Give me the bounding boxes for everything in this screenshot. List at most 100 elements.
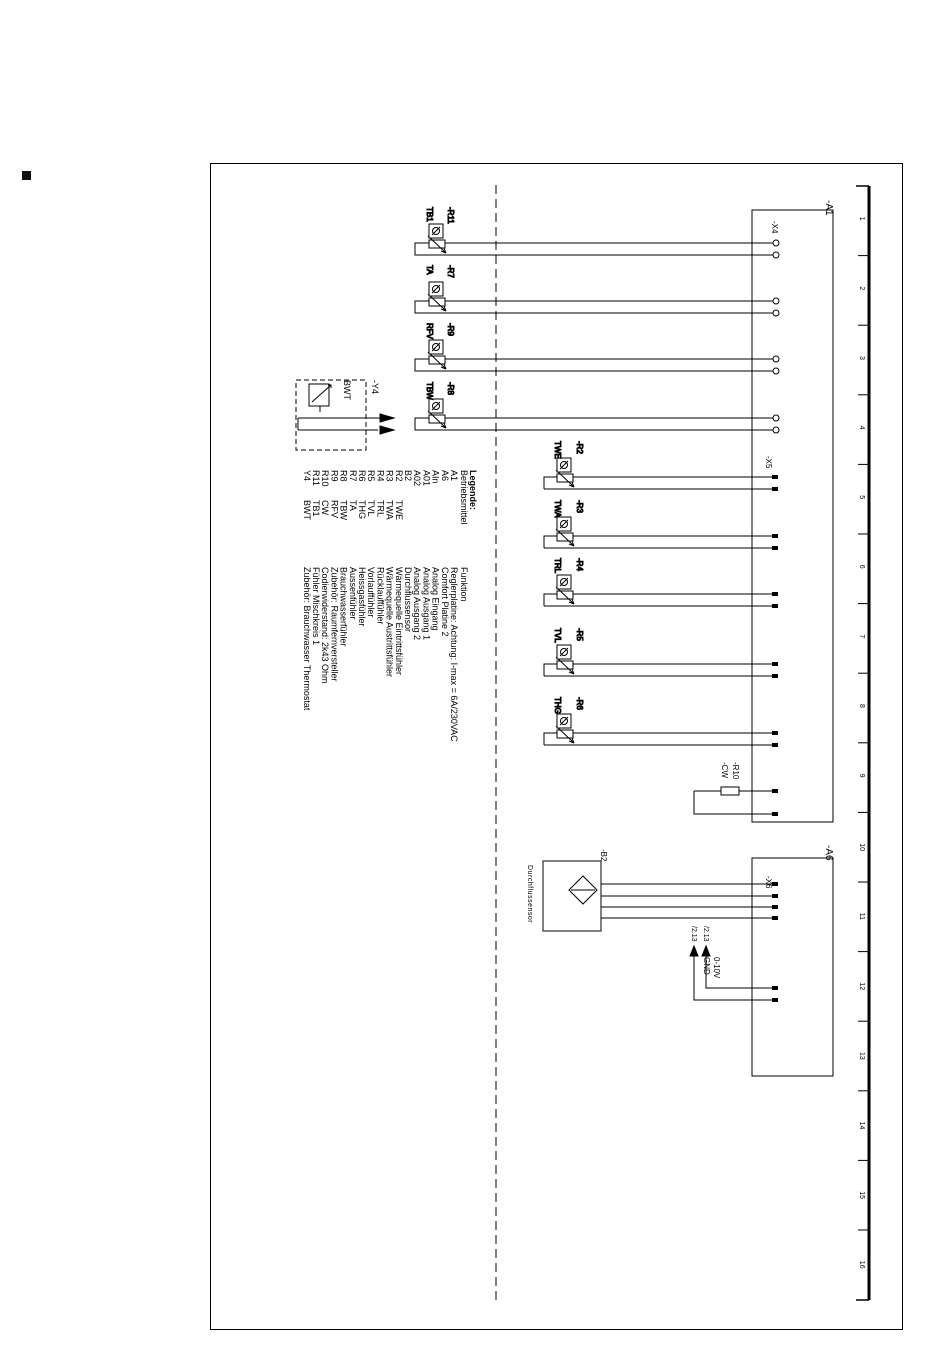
terminal-screw xyxy=(772,239,780,247)
thermistor-ntc-arrow xyxy=(427,410,447,429)
sensor-r4: -R4 TRL xyxy=(543,558,776,607)
wire-0-10v xyxy=(705,952,776,989)
thermistor-ntc-arrow xyxy=(427,351,447,370)
legend-desc: Rücklauffühler xyxy=(375,567,385,624)
legend-desc: Analog Ausgang 1 xyxy=(421,567,431,640)
thermistor-ntc-arrow xyxy=(555,528,575,547)
column-number-6: 6 xyxy=(858,565,865,569)
legend-tag: CW xyxy=(320,500,330,515)
terminal-plug xyxy=(772,998,778,1002)
terminal-plug xyxy=(772,882,778,886)
terminal-plug xyxy=(772,534,778,538)
connector-x5-label: -X5 xyxy=(764,456,773,469)
legend-desc: Zubehör: Raumfernversteller xyxy=(329,567,339,682)
thermistor-ntc-arrow xyxy=(555,469,575,488)
sensor-ref: -R8 xyxy=(446,382,455,395)
legend-code: R9 xyxy=(329,470,339,482)
sensor-probe-slash xyxy=(559,716,569,726)
resistor-body xyxy=(720,786,740,796)
terminal-screw xyxy=(772,309,780,317)
sensor-probe-slash xyxy=(559,577,569,587)
wire-loop xyxy=(414,242,437,256)
column-number-5: 5 xyxy=(858,495,865,499)
terminal-plug xyxy=(772,546,778,550)
sensor-tag: TA xyxy=(425,265,434,275)
legend-code: A6 xyxy=(440,470,450,481)
terminal-plug xyxy=(772,731,778,735)
legend-tag: THG xyxy=(357,500,367,519)
sensor-probe-slash xyxy=(431,342,441,352)
legend-code: A01 xyxy=(421,470,431,486)
legend-code: A02 xyxy=(412,470,422,486)
legend-desc: Heissgasfühler xyxy=(357,567,367,627)
sensor-probe-circle xyxy=(432,285,440,293)
terminal-plug xyxy=(772,604,778,608)
y4-tag: BWT xyxy=(342,380,352,400)
connector-x4-label: -X4 xyxy=(770,221,779,234)
column-number-4: 4 xyxy=(858,426,865,430)
legend-desc: Wärmequelle Austrittsfühler xyxy=(385,567,395,677)
legend-code: R7 xyxy=(348,470,358,482)
terminal-plug xyxy=(772,487,778,491)
sensor-tag: TRL xyxy=(553,558,562,574)
arrow xyxy=(701,944,711,957)
column-number-15: 15 xyxy=(858,1191,865,1199)
thermistor-ntc-arrow xyxy=(427,293,447,312)
valve-dashed-box xyxy=(295,379,367,451)
thermostat-arrow xyxy=(311,384,332,403)
legend-desc: Aussenfühler xyxy=(348,567,358,620)
drawing-frame xyxy=(210,163,903,1330)
terminal-plug xyxy=(772,592,778,596)
page-bullet-marker xyxy=(22,171,31,180)
thermistor-ntc-arrow xyxy=(555,725,575,744)
legend-tag: TRL xyxy=(375,500,385,517)
block-a6 xyxy=(751,857,834,1077)
r10-ref: -R10 xyxy=(731,762,740,780)
terminal-screw xyxy=(772,414,780,422)
terminal-screw xyxy=(772,367,780,375)
column-number-13: 13 xyxy=(858,1052,865,1060)
sensor-ref: -R4 xyxy=(575,558,584,571)
connector-x6-label: -X6 xyxy=(764,876,773,889)
terminal-plug xyxy=(772,916,778,920)
resistor-r10 xyxy=(693,786,776,815)
legend-tag: RFV xyxy=(329,500,339,518)
signal-1-label: 0-10V xyxy=(712,957,721,979)
legend-desc: Reglerplatine: Achtung: I-max = 6A/230VA… xyxy=(449,567,459,742)
sensor-probe-slash xyxy=(431,284,441,294)
terminal-plug xyxy=(772,812,778,816)
legend-tag: TWE xyxy=(394,500,404,520)
sensor-tag: TB1 xyxy=(425,207,434,222)
sensor-tag: TBW xyxy=(425,382,434,400)
sensor-probe-circle xyxy=(432,343,440,351)
signal-1-ref: /2.13 xyxy=(702,926,709,942)
column-number-12: 12 xyxy=(858,982,865,990)
terminal-plug xyxy=(772,475,778,479)
sensor-ref: -R6 xyxy=(575,697,584,710)
sensor-ref: -R3 xyxy=(575,500,584,513)
output-arrow xyxy=(379,425,396,435)
terminal-plug xyxy=(772,789,778,793)
column-number-11: 11 xyxy=(858,913,865,920)
column-number-8: 8 xyxy=(858,704,865,708)
wire-loop xyxy=(414,300,437,314)
sensor-probe-circle xyxy=(560,648,568,656)
legend-code: A1 xyxy=(449,470,459,481)
column-number-1: 1 xyxy=(858,217,865,221)
column-number-9: 9 xyxy=(858,774,865,778)
legend-tag: TWA xyxy=(385,500,395,520)
